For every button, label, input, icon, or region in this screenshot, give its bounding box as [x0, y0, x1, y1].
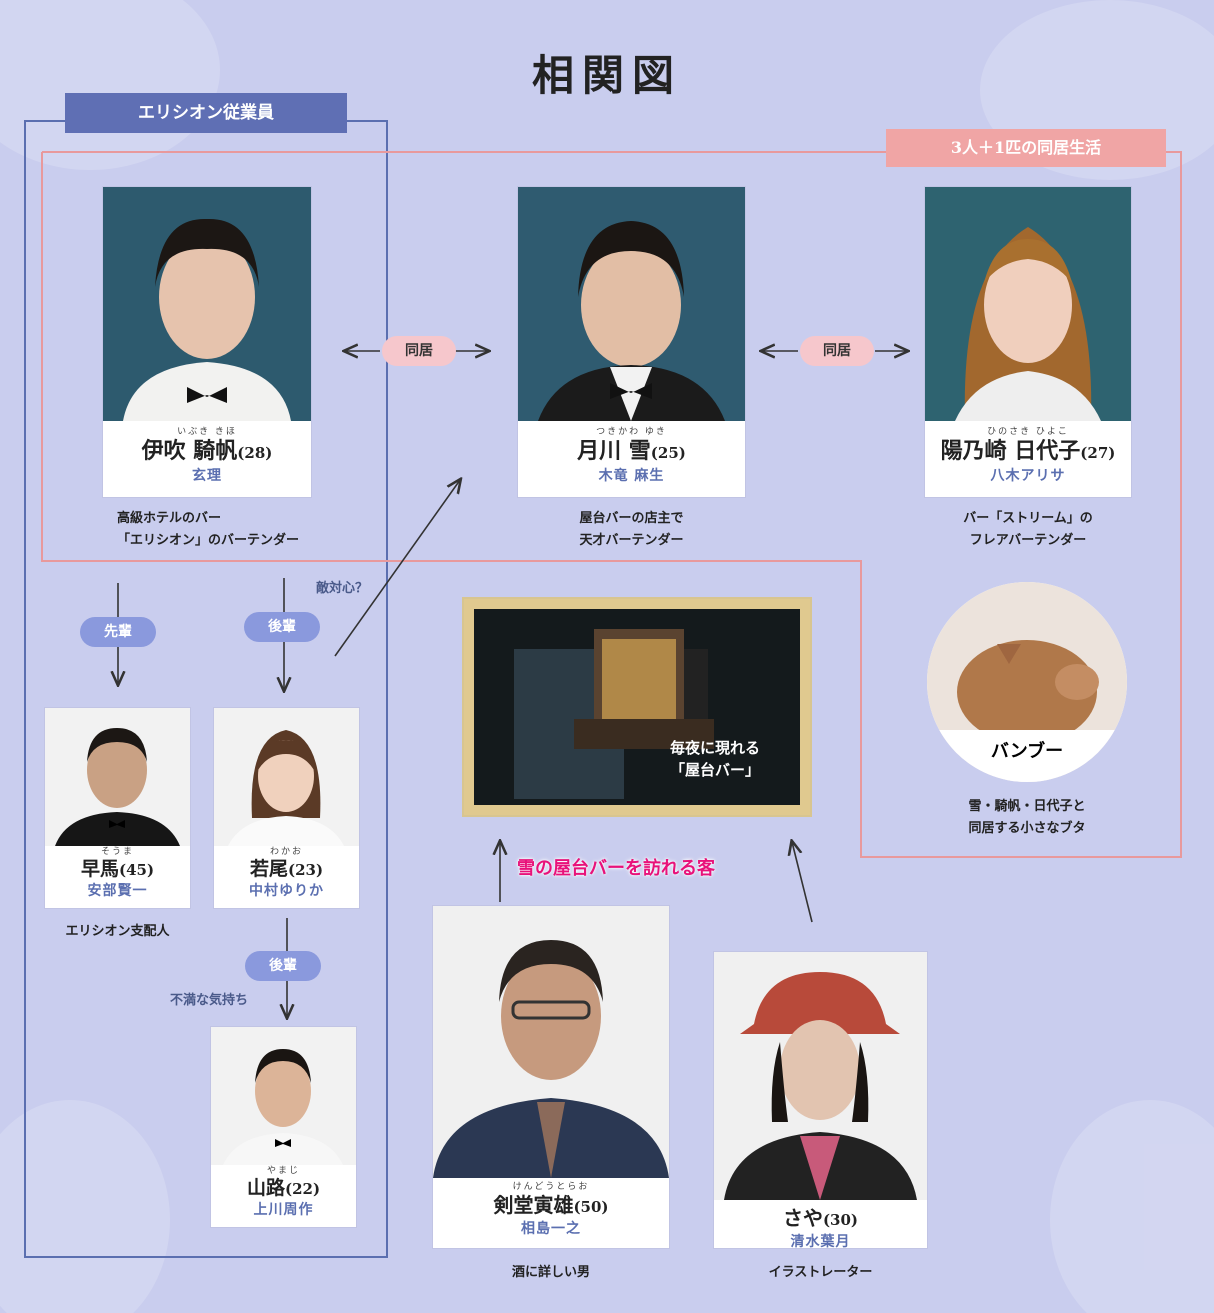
- portrait-photo: [103, 187, 311, 421]
- actor-name: 木竜 麻生: [598, 468, 665, 484]
- character-description: バー「ストリーム」のフレアバーテンダー: [963, 511, 1093, 548]
- character-name: 陽乃崎 日代子: [940, 438, 1081, 464]
- character-name: さや: [782, 1206, 823, 1230]
- cohabit-label: 3人＋1匹の同居生活: [886, 129, 1166, 167]
- actor-name: 中村ゆりか: [249, 883, 324, 899]
- character-description: エリシオン支配人: [65, 924, 170, 939]
- relation-junior: 後輩: [244, 612, 320, 642]
- relation-senior: 先輩: [80, 617, 156, 647]
- relation-cohabit-right: 同居: [800, 336, 874, 366]
- character-description: 酒に詳しい男: [511, 1265, 590, 1280]
- character-card-ibuki: いぶき きほ 伊吹 騎帆(28) 玄理: [103, 187, 311, 497]
- character-age: (50): [573, 1198, 609, 1216]
- actor-name: 上川周作: [253, 1202, 314, 1218]
- relation-rivalry: 敵対心？: [316, 581, 369, 596]
- character-card-wakao: わかお 若尾(23) 中村ゆりか: [214, 708, 359, 908]
- actor-name: 八木アリサ: [990, 468, 1066, 484]
- portrait-photo: [518, 187, 745, 421]
- character-name: 山路: [246, 1177, 285, 1199]
- background-ornament: [0, 1100, 170, 1313]
- guests-label: 雪の屋台バーを訪れる客: [517, 858, 715, 879]
- character-age: (45): [118, 861, 155, 879]
- character-age: (23): [287, 861, 324, 879]
- character-description: イラストレーター: [768, 1265, 873, 1280]
- cohabit-frame: [41, 151, 1182, 858]
- character-name: 月川 雪: [577, 438, 651, 464]
- character-card-soma: そうま 早馬(45) 安部賢一: [45, 708, 190, 908]
- character-age: (28): [237, 444, 273, 462]
- actor-name: 相島一之: [521, 1221, 581, 1237]
- character-age: (27): [1080, 444, 1116, 462]
- character-age: (22): [284, 1180, 321, 1198]
- actor-name: 安部賢一: [87, 883, 148, 899]
- name-ruby: わかお: [269, 847, 303, 857]
- character-card-kendo: けんどうとらお 剣堂寅雄(50) 相島一之: [433, 906, 669, 1248]
- name-ruby: そうま: [100, 847, 134, 857]
- portrait-photo: [214, 708, 359, 846]
- name-ruby: つきかわ ゆき: [596, 427, 667, 437]
- character-name: 若尾: [249, 858, 288, 880]
- portrait-photo: [433, 906, 669, 1178]
- actor-name: 玄理: [192, 468, 222, 484]
- character-name: 早馬: [80, 858, 119, 880]
- character-description: 屋台バーの店主で天才バーテンダー: [579, 511, 684, 548]
- relation-dissatisfied: 不満な気持ち: [170, 993, 249, 1008]
- bar-caption: 毎夜に現れる「屋台バー」: [669, 739, 760, 779]
- character-name: 伊吹 騎帆: [141, 438, 238, 464]
- pig-name: バンブー: [927, 730, 1127, 782]
- actor-name: 清水葉月: [790, 1234, 851, 1250]
- character-age: (30): [822, 1211, 859, 1229]
- name-ruby: いぶき きほ: [177, 427, 237, 437]
- page-title: 相関図: [531, 51, 682, 100]
- character-card-yamaji: やまじ 山路(22) 上川周作: [211, 1027, 356, 1227]
- character-card-hinosaki: ひのさき ひよこ 陽乃崎 日代子(27) 八木アリサ: [925, 187, 1131, 497]
- name-ruby: やまじ: [266, 1166, 300, 1176]
- background-ornament: [1050, 1100, 1214, 1313]
- portrait-photo: [714, 952, 927, 1200]
- character-card-saya: さや(30) 清水葉月: [714, 952, 927, 1250]
- yatai-bar-image: 毎夜に現れる「屋台バー」: [462, 597, 812, 817]
- pig-bamboo-portrait: バンブー: [927, 582, 1127, 782]
- relation-cohabit-left: 同居: [382, 336, 456, 366]
- portrait-photo: [925, 187, 1131, 421]
- relation-junior: 後輩: [245, 951, 321, 981]
- portrait-photo: [211, 1027, 356, 1165]
- character-card-tsukikawa: つきかわ ゆき 月川 雪(25) 木竜 麻生: [518, 187, 745, 497]
- character-name: 剣堂寅雄: [493, 1193, 574, 1217]
- elysion-staff-label: エリシオン従業員: [65, 93, 347, 133]
- character-age: (25): [650, 444, 686, 462]
- character-description: 高級ホテルのバー「エリシオン」のバーテンダー: [117, 511, 300, 548]
- portrait-photo: [45, 708, 190, 846]
- name-ruby: けんどうとらお: [512, 1182, 590, 1192]
- name-ruby: ひのさき ひよこ: [987, 427, 1069, 437]
- pig-description: 雪・騎帆・日代子と同居する小さなブタ: [968, 799, 1086, 836]
